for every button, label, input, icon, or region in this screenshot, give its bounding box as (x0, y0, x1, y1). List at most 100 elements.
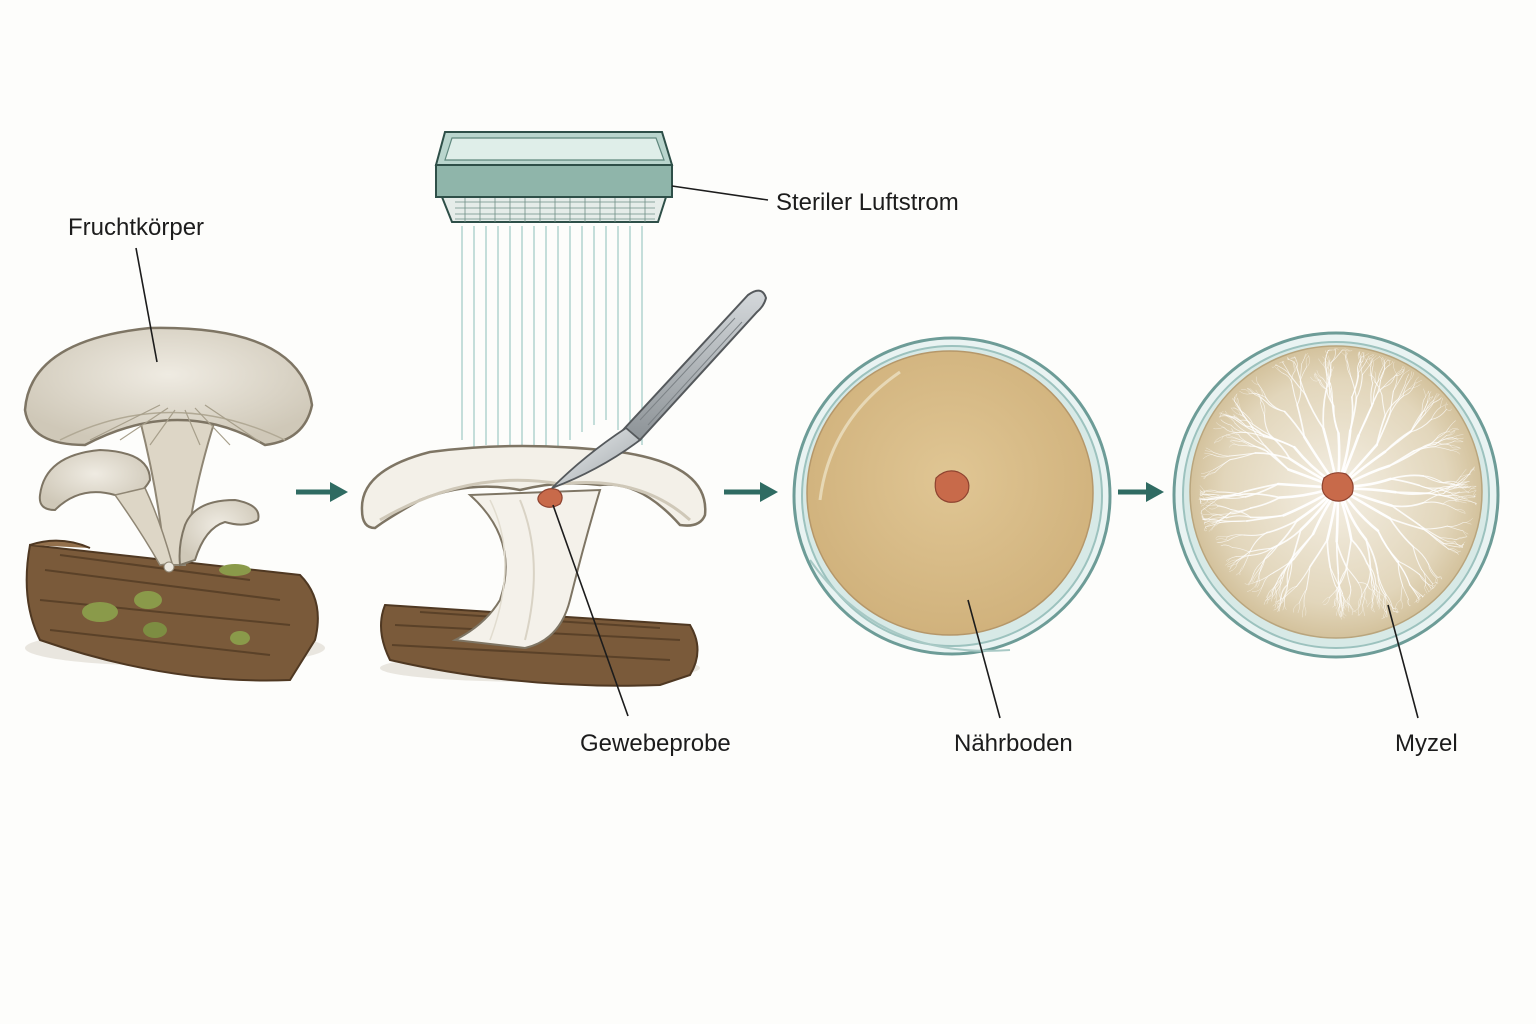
hypha-segment (1291, 356, 1296, 359)
hypha-segment (1199, 494, 1208, 497)
nutrient-medium-leader (967, 599, 1001, 719)
hypha-segment (1322, 390, 1327, 430)
hypha-segment (1246, 581, 1258, 592)
hypha-segment (1266, 401, 1286, 413)
hypha-segment (1421, 398, 1425, 413)
hypha-segment (1341, 349, 1353, 352)
hypha-segment (1218, 491, 1244, 495)
hypha-segment (1216, 538, 1229, 541)
hypha-segment (1250, 532, 1268, 551)
hypha-segment (1366, 563, 1377, 585)
hypha-segment (1357, 595, 1362, 607)
hypha-segment (1204, 522, 1206, 526)
hypha-segment (1280, 584, 1288, 601)
hypha-segment (1439, 537, 1457, 540)
hypha-segment (1314, 374, 1321, 381)
hypha-segment (1460, 468, 1467, 478)
hypha-segment (1315, 373, 1323, 379)
hypha-segment (1340, 600, 1346, 610)
hypha-segment (1392, 610, 1399, 613)
hypha-segment (1362, 589, 1366, 606)
hypha-segment (1446, 408, 1452, 411)
hypha-segment (1303, 588, 1307, 606)
hypha-segment (1366, 563, 1373, 583)
hypha-segment (1430, 409, 1447, 420)
hypha-segment (1235, 565, 1245, 576)
hypha-segment (1419, 594, 1423, 598)
hypha-segment (1422, 528, 1445, 545)
hypha-segment (1432, 397, 1442, 404)
hypha-segment (1327, 349, 1331, 351)
hypha-segment (1254, 394, 1268, 403)
hypha-segment (1427, 391, 1431, 402)
hypha-segment (1198, 497, 1201, 500)
hypha-segment (1334, 597, 1338, 606)
scalpel-illustration (551, 289, 768, 489)
hypha-segment (1366, 354, 1374, 360)
hypha-segment (1421, 402, 1433, 413)
hypha-segment (1278, 600, 1283, 612)
hypha-segment (1349, 604, 1353, 616)
hypha-segment (1279, 575, 1282, 590)
hypha-segment (1371, 588, 1376, 603)
hypha-segment (1257, 383, 1267, 398)
hypha-segment (1458, 480, 1470, 486)
hypha-segment (1229, 439, 1240, 442)
hypha-segment (1281, 361, 1285, 363)
hypha-segment (1258, 394, 1261, 404)
hypha-segment (1249, 445, 1268, 453)
hypha-segment (1304, 393, 1325, 430)
hypha-segment (1374, 381, 1383, 396)
hypha-segment (1371, 356, 1381, 363)
hypha-segment (1432, 585, 1435, 589)
label-fruiting-body: Fruchtkörper (68, 214, 205, 241)
hypha-segment (1436, 539, 1449, 550)
hypha-segment (1233, 393, 1238, 401)
hypha-segment (1452, 484, 1464, 489)
hypha-segment (1341, 495, 1368, 541)
hypha-segment (1335, 599, 1338, 610)
hypha-segment (1271, 577, 1280, 595)
hypha-segment (1456, 536, 1467, 540)
hypha-segment (1452, 439, 1464, 442)
cut-mushroom-illustration (360, 444, 707, 687)
hypha-segment (1326, 389, 1335, 407)
hypha-segment (1377, 599, 1384, 609)
hypha-segment (1349, 396, 1354, 432)
hypha-segment (1401, 369, 1410, 377)
hypha-segment (1448, 428, 1460, 432)
hypha-segment (1363, 355, 1371, 367)
hypha-segment (1201, 510, 1205, 521)
hypha-segment (1280, 583, 1288, 599)
hypha-segment (1293, 360, 1296, 372)
hypha-segment (1428, 563, 1437, 579)
label-nutrient-medium: Nährboden (954, 730, 1073, 757)
hypha-segment (1461, 541, 1466, 548)
hypha-segment (1357, 604, 1361, 616)
hypha-segment (1413, 380, 1422, 387)
hypha-segment (1359, 351, 1363, 358)
hypha-segment (1443, 482, 1459, 486)
hypha-segment (1358, 360, 1364, 377)
hypha-segment (1371, 386, 1385, 407)
hypha-segment (1382, 357, 1386, 364)
hypha-segment (1370, 569, 1376, 589)
hypha-segment (1456, 482, 1468, 485)
hypha-segment (1288, 373, 1306, 395)
mycelium-leader (1387, 604, 1419, 719)
hypha-segment (1305, 356, 1309, 368)
hypha-segment (1254, 573, 1260, 583)
hypha-segment (1448, 496, 1458, 498)
hypha-segment (1290, 528, 1302, 563)
hypha-segment (1272, 576, 1284, 590)
hypha-segment (1207, 494, 1224, 497)
hypha-segment (1372, 588, 1376, 601)
hypha-segment (1242, 414, 1261, 435)
hypha-segment (1409, 583, 1419, 598)
hypha-segment (1422, 475, 1444, 484)
hypha-segment (1345, 352, 1349, 364)
hypha-segment (1422, 492, 1445, 504)
hypha-segment (1296, 404, 1306, 438)
hypha-segment (1446, 429, 1456, 436)
